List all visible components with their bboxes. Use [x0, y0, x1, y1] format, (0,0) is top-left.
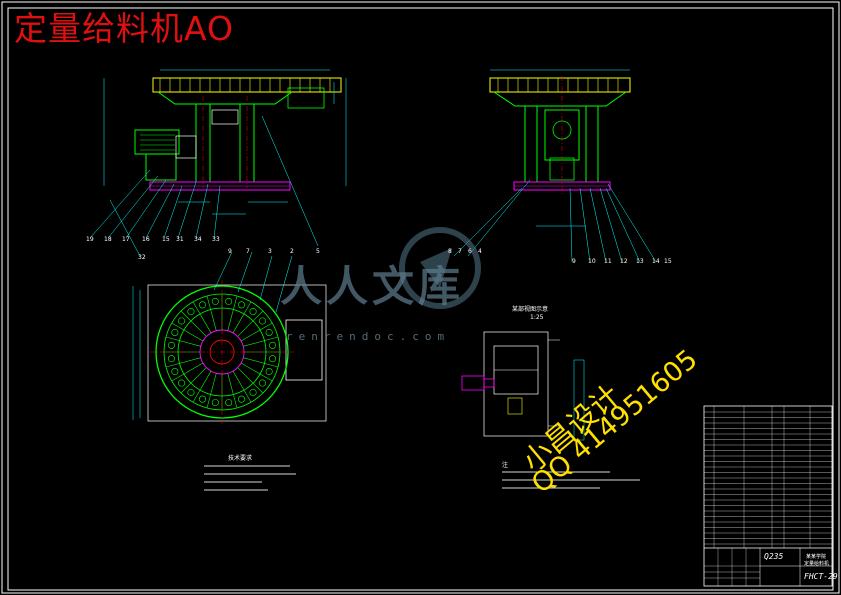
- view-caption: 某部视图示意: [512, 306, 549, 313]
- pocket: [178, 317, 186, 325]
- spoke: [165, 336, 201, 347]
- pocket: [225, 297, 233, 305]
- spoke: [243, 336, 279, 347]
- balloon-label: 8: [448, 248, 452, 255]
- inner-border: [7, 7, 834, 591]
- pocket: [178, 379, 186, 387]
- balloon-label: 12: [620, 258, 628, 265]
- watermark-logo: [399, 227, 481, 309]
- parts-list: [703, 405, 833, 587]
- balloon-label: 10: [588, 258, 596, 265]
- balloon-label: 9: [228, 248, 232, 255]
- pocket: [211, 399, 219, 407]
- watermark-url: renrendoc.com: [286, 330, 451, 343]
- pocket: [249, 388, 257, 396]
- plan-view: [132, 251, 327, 424]
- spoke: [240, 362, 273, 382]
- balloon-label: 15: [664, 258, 672, 265]
- spoke: [232, 370, 252, 403]
- watermark-cn: 人人文库: [280, 262, 465, 311]
- side-view: [453, 69, 657, 263]
- balloon-label: 5: [316, 248, 320, 255]
- balloon-label: 33: [212, 236, 220, 243]
- balloon-label: 3: [268, 248, 272, 255]
- balloon-label: 31: [176, 236, 184, 243]
- balloon-label: 34: [194, 236, 202, 243]
- pocket: [171, 328, 179, 336]
- drawing-title: 定量给料机AO: [14, 9, 234, 48]
- notes-left-heading: 技术要求: [228, 455, 253, 462]
- platform-teeth: [159, 78, 331, 92]
- material-label: Q235: [764, 552, 784, 561]
- pocket: [249, 308, 257, 316]
- pocket: [198, 301, 206, 309]
- spoke: [243, 357, 279, 368]
- pocket: [167, 341, 175, 349]
- view-scale: 1:25: [530, 314, 544, 321]
- company-name: 某某学院: [806, 554, 827, 560]
- pocket: [171, 368, 179, 376]
- pocket: [265, 328, 273, 336]
- drawing-code: FHCT-29: [804, 572, 838, 581]
- balloon-label: 16: [142, 236, 150, 243]
- spoke: [232, 301, 252, 334]
- balloon-label: 9: [572, 258, 576, 265]
- pocket: [198, 395, 206, 403]
- pocket: [238, 395, 246, 403]
- pocket: [258, 379, 266, 387]
- spoke: [227, 373, 238, 409]
- balloon-label: 19: [86, 236, 94, 243]
- spoke: [165, 357, 201, 368]
- balloon-label: 7: [458, 248, 462, 255]
- pocket: [238, 301, 246, 309]
- spoke: [240, 322, 273, 342]
- spoke: [171, 362, 204, 382]
- spoke: [180, 310, 207, 337]
- balloon-label: 32: [138, 254, 146, 261]
- pocket: [269, 341, 277, 349]
- balloon-label: 15: [162, 236, 170, 243]
- balloon-label: 13: [636, 258, 644, 265]
- balloon-label: 14: [652, 258, 660, 265]
- pocket: [269, 355, 277, 363]
- spoke: [227, 295, 238, 331]
- pocket: [167, 355, 175, 363]
- balloon-label: 7: [246, 248, 250, 255]
- pocket: [258, 317, 266, 325]
- balloon-label: 6: [468, 248, 472, 255]
- spoke: [237, 367, 264, 394]
- balloon-label: 11: [604, 258, 612, 265]
- leader-lines-right: [453, 179, 657, 263]
- spoke: [206, 373, 217, 409]
- pocket: [211, 297, 219, 305]
- pocket: [187, 388, 195, 396]
- balloon-label: 4: [478, 248, 482, 255]
- balloon-label: 18: [104, 236, 112, 243]
- balloon-label: 17: [122, 236, 130, 243]
- part-name: 定量给料机: [804, 561, 830, 567]
- spoke: [206, 295, 217, 331]
- spoke: [171, 322, 204, 342]
- front-view: [89, 69, 347, 257]
- leader-lines-left: [89, 115, 319, 257]
- spoke: [192, 301, 212, 334]
- balloon-label: 2: [290, 248, 294, 255]
- spoke: [192, 370, 212, 403]
- spoke: [180, 367, 207, 394]
- detail-view: [461, 331, 585, 441]
- notes-right-heading: 注: [502, 462, 509, 469]
- spoke: [237, 310, 264, 337]
- pocket: [265, 368, 273, 376]
- pocket: [225, 399, 233, 407]
- pocket: [187, 308, 195, 316]
